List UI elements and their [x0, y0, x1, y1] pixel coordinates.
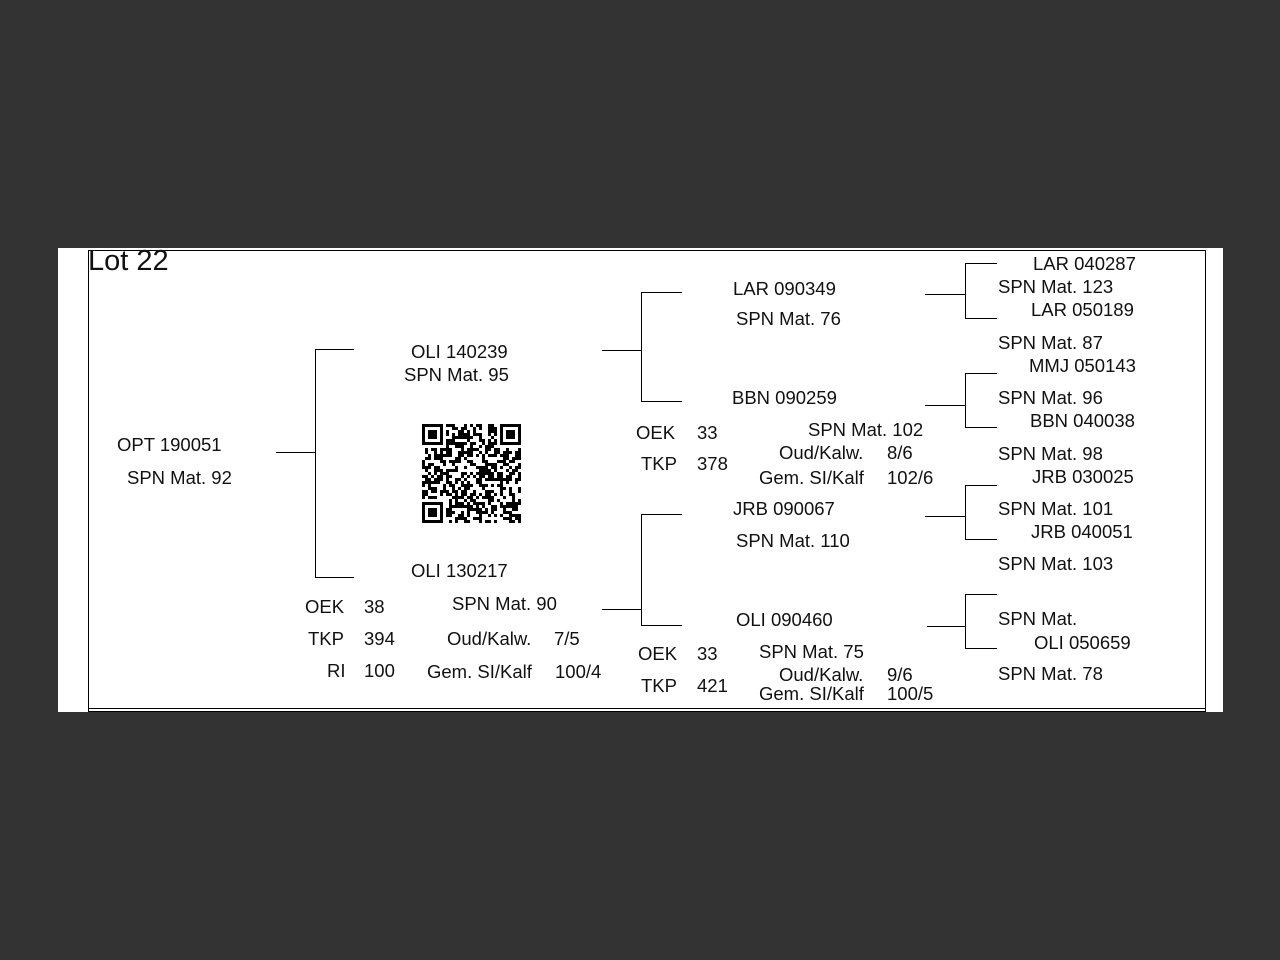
bracket-line [965, 318, 997, 319]
dam-sire-spn: SPN Mat. 110 [736, 530, 850, 551]
bracket-line [965, 427, 997, 428]
dam-oud-value: 7/5 [554, 628, 580, 649]
dam-ri-value: 100 [364, 660, 395, 681]
dam-spn: SPN Mat. 90 [452, 593, 557, 614]
bracket-line [641, 514, 642, 626]
ggp-2-spn: SPN Mat. 87 [998, 332, 1103, 353]
bracket-line [641, 292, 682, 293]
dam-id: OLI 130217 [411, 560, 508, 581]
bracket-line [641, 625, 682, 626]
ggp-3-spn: SPN Mat. 96 [998, 387, 1103, 408]
frame-bottom-line [88, 708, 1206, 709]
dam-tkp-label: TKP [308, 628, 344, 649]
sire-dam-oud-value: 8/6 [887, 442, 913, 463]
bracket-line [965, 263, 997, 264]
bracket-line [965, 263, 966, 319]
ggp-8-spn: SPN Mat. 78 [998, 663, 1103, 684]
ggp-5-id: JRB 030025 [1032, 466, 1134, 487]
sire-id: OLI 140239 [411, 341, 508, 362]
bracket-line [965, 485, 966, 540]
dam-dam-tkp-label: TKP [641, 675, 677, 696]
bracket-line [315, 577, 354, 578]
frame-top-line [88, 250, 1206, 251]
dam-dam-oek-label: OEK [638, 643, 678, 664]
sire-sire-spn: SPN Mat. 76 [736, 308, 841, 329]
sire-dam-tkp-label: TKP [641, 453, 677, 474]
bracket-line [602, 609, 642, 610]
sire-dam-id: BBN 090259 [732, 387, 837, 408]
bracket-line [276, 452, 316, 453]
bracket-line [925, 405, 966, 406]
qr-code-icon [422, 424, 521, 523]
ggp-2-id: LAR 050189 [1031, 299, 1134, 320]
lot-title: Lot 22 [88, 245, 169, 277]
dam-tkp-value: 394 [364, 628, 395, 649]
bracket-line [641, 401, 682, 402]
frame-right-line [1205, 250, 1206, 711]
bracket-line [965, 485, 997, 486]
bracket-line [315, 349, 354, 350]
bracket-line [965, 594, 997, 595]
sire-dam-oud-label: Oud/Kalw. [779, 442, 864, 463]
ggp-8-id: OLI 050659 [1034, 632, 1131, 653]
dam-dam-spn: SPN Mat. 75 [759, 641, 864, 662]
ggp-5-spn: SPN Mat. 101 [998, 498, 1114, 519]
sire-dam-spn: SPN Mat. 102 [808, 419, 924, 440]
sire-dam-tkp-value: 378 [697, 453, 728, 474]
frame-bottom-line-2 [88, 711, 1206, 712]
dam-oek-label: OEK [305, 596, 345, 617]
sire-dam-gem-label: Gem. SI/Kalf [759, 467, 864, 488]
ggp-1-id: LAR 040287 [1033, 253, 1136, 274]
ggp-4-id: BBN 040038 [1030, 410, 1135, 431]
dam-gem-value: 100/4 [555, 661, 602, 682]
bracket-line [641, 514, 682, 515]
bracket-line [965, 373, 966, 428]
dam-oek-value: 38 [364, 596, 385, 617]
animal-spn: SPN Mat. 92 [127, 467, 232, 488]
frame-left-line [88, 250, 89, 711]
sire-sire-id: LAR 090349 [733, 278, 836, 299]
bracket-line [965, 373, 997, 374]
dam-dam-tkp-value: 421 [697, 675, 728, 696]
dam-dam-oud-value: 9/6 [887, 664, 913, 685]
ggp-6-spn: SPN Mat. 103 [998, 553, 1114, 574]
animal-id: OPT 190051 [117, 434, 222, 455]
bracket-line [927, 626, 966, 627]
ggp-4-spn: SPN Mat. 98 [998, 443, 1103, 464]
bracket-line [965, 539, 997, 540]
ggp-7-spn: SPN Mat. [998, 608, 1078, 629]
bracket-line [925, 516, 966, 517]
ggp-6-id: JRB 040051 [1031, 521, 1133, 542]
ggp-3-id: MMJ 050143 [1029, 355, 1136, 376]
dam-dam-oud-label: Oud/Kalw. [779, 664, 864, 685]
sire-dam-oek-value: 33 [697, 422, 718, 443]
dam-ri-label: RI [327, 660, 346, 681]
dam-gem-label: Gem. SI/Kalf [427, 661, 532, 682]
bracket-line [602, 350, 642, 351]
dam-dam-oek-value: 33 [697, 643, 718, 664]
dam-dam-gem-value: 100/5 [887, 683, 934, 704]
dam-dam-id: OLI 090460 [736, 609, 833, 630]
ggp-1-spn: SPN Mat. 123 [998, 276, 1114, 297]
lot-document [58, 248, 1223, 712]
sire-spn: SPN Mat. 95 [404, 364, 509, 385]
dam-oud-label: Oud/Kalw. [447, 628, 532, 649]
bracket-line [925, 294, 966, 295]
dam-dam-gem-label: Gem. SI/Kalf [759, 683, 864, 704]
bracket-line [965, 648, 997, 649]
bracket-line [965, 594, 966, 649]
dam-sire-id: JRB 090067 [733, 498, 835, 519]
sire-dam-gem-value: 102/6 [887, 467, 934, 488]
bracket-line [315, 349, 316, 578]
bracket-line [641, 292, 642, 402]
sire-dam-oek-label: OEK [636, 422, 676, 443]
